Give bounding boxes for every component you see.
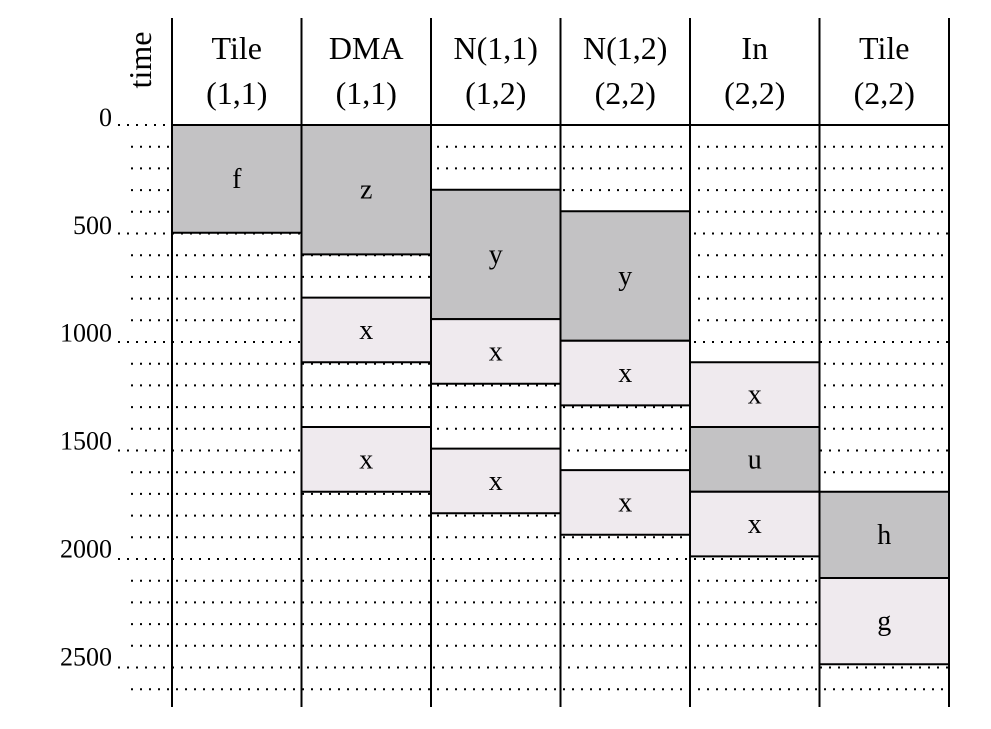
- task-label: u: [748, 444, 762, 475]
- task-block: [431, 319, 561, 384]
- column-header-index: (2,2): [724, 75, 785, 111]
- column-header-name: N(1,1): [454, 30, 538, 66]
- task-label: x: [359, 444, 373, 475]
- time-tick-label: 2000: [60, 534, 112, 563]
- task-label: g: [877, 606, 891, 637]
- task-block: [431, 189, 561, 320]
- column-header-index: (1,2): [465, 75, 526, 111]
- task-block: [560, 340, 690, 406]
- task-label: x: [748, 380, 762, 411]
- task-block: [560, 470, 690, 535]
- column-separators: [171, 18, 950, 707]
- column-header-name: Tile: [212, 30, 262, 66]
- task-label: f: [232, 164, 242, 195]
- task-block: [690, 491, 820, 557]
- time-axis: time 0 500 1000 1500 2000 2500: [60, 32, 158, 672]
- task-block: [172, 125, 302, 233]
- column-header-index: (2,2): [595, 75, 656, 111]
- task-block: [690, 362, 820, 427]
- task-label: x: [489, 337, 503, 368]
- task-label: x: [359, 315, 373, 346]
- time-tick-label: 1000: [60, 319, 112, 348]
- task-label: y: [489, 239, 503, 270]
- column-header-name: N(1,2): [583, 30, 667, 66]
- task-label: h: [877, 520, 891, 551]
- task-label: x: [618, 488, 632, 519]
- task-label: x: [748, 509, 762, 540]
- task-block: [819, 578, 949, 665]
- time-tick-label: 500: [73, 211, 112, 240]
- task-label: x: [489, 466, 503, 497]
- time-axis-label: time: [122, 32, 158, 89]
- task-block: [301, 297, 431, 363]
- time-tick-label: 2500: [60, 642, 112, 671]
- time-tick-label: 1500: [60, 427, 112, 456]
- task-block: [690, 427, 820, 492]
- task-block: [301, 125, 431, 255]
- task-block: [819, 491, 949, 578]
- column-header-index: (1,1): [206, 75, 267, 111]
- column-header-index: (2,2): [854, 75, 915, 111]
- time-tick-label: 0: [99, 103, 112, 132]
- task-label: z: [360, 175, 372, 206]
- task-label: x: [618, 358, 632, 389]
- column-header-name: DMA: [329, 30, 404, 66]
- task-block: [560, 211, 690, 341]
- task-label: y: [618, 261, 632, 292]
- column-header-name: Tile: [859, 30, 909, 66]
- task-blocks: f z x x y x x y x x x u x h g: [172, 124, 949, 666]
- task-block: [301, 427, 431, 492]
- column-header-index: (1,1): [336, 75, 397, 111]
- column-headers: Tile (1,1) DMA (1,1) N(1,1) (1,2) N(1,2) (2,2) I…: [206, 30, 915, 111]
- column-header-name: In: [741, 30, 768, 66]
- task-block: [431, 448, 561, 514]
